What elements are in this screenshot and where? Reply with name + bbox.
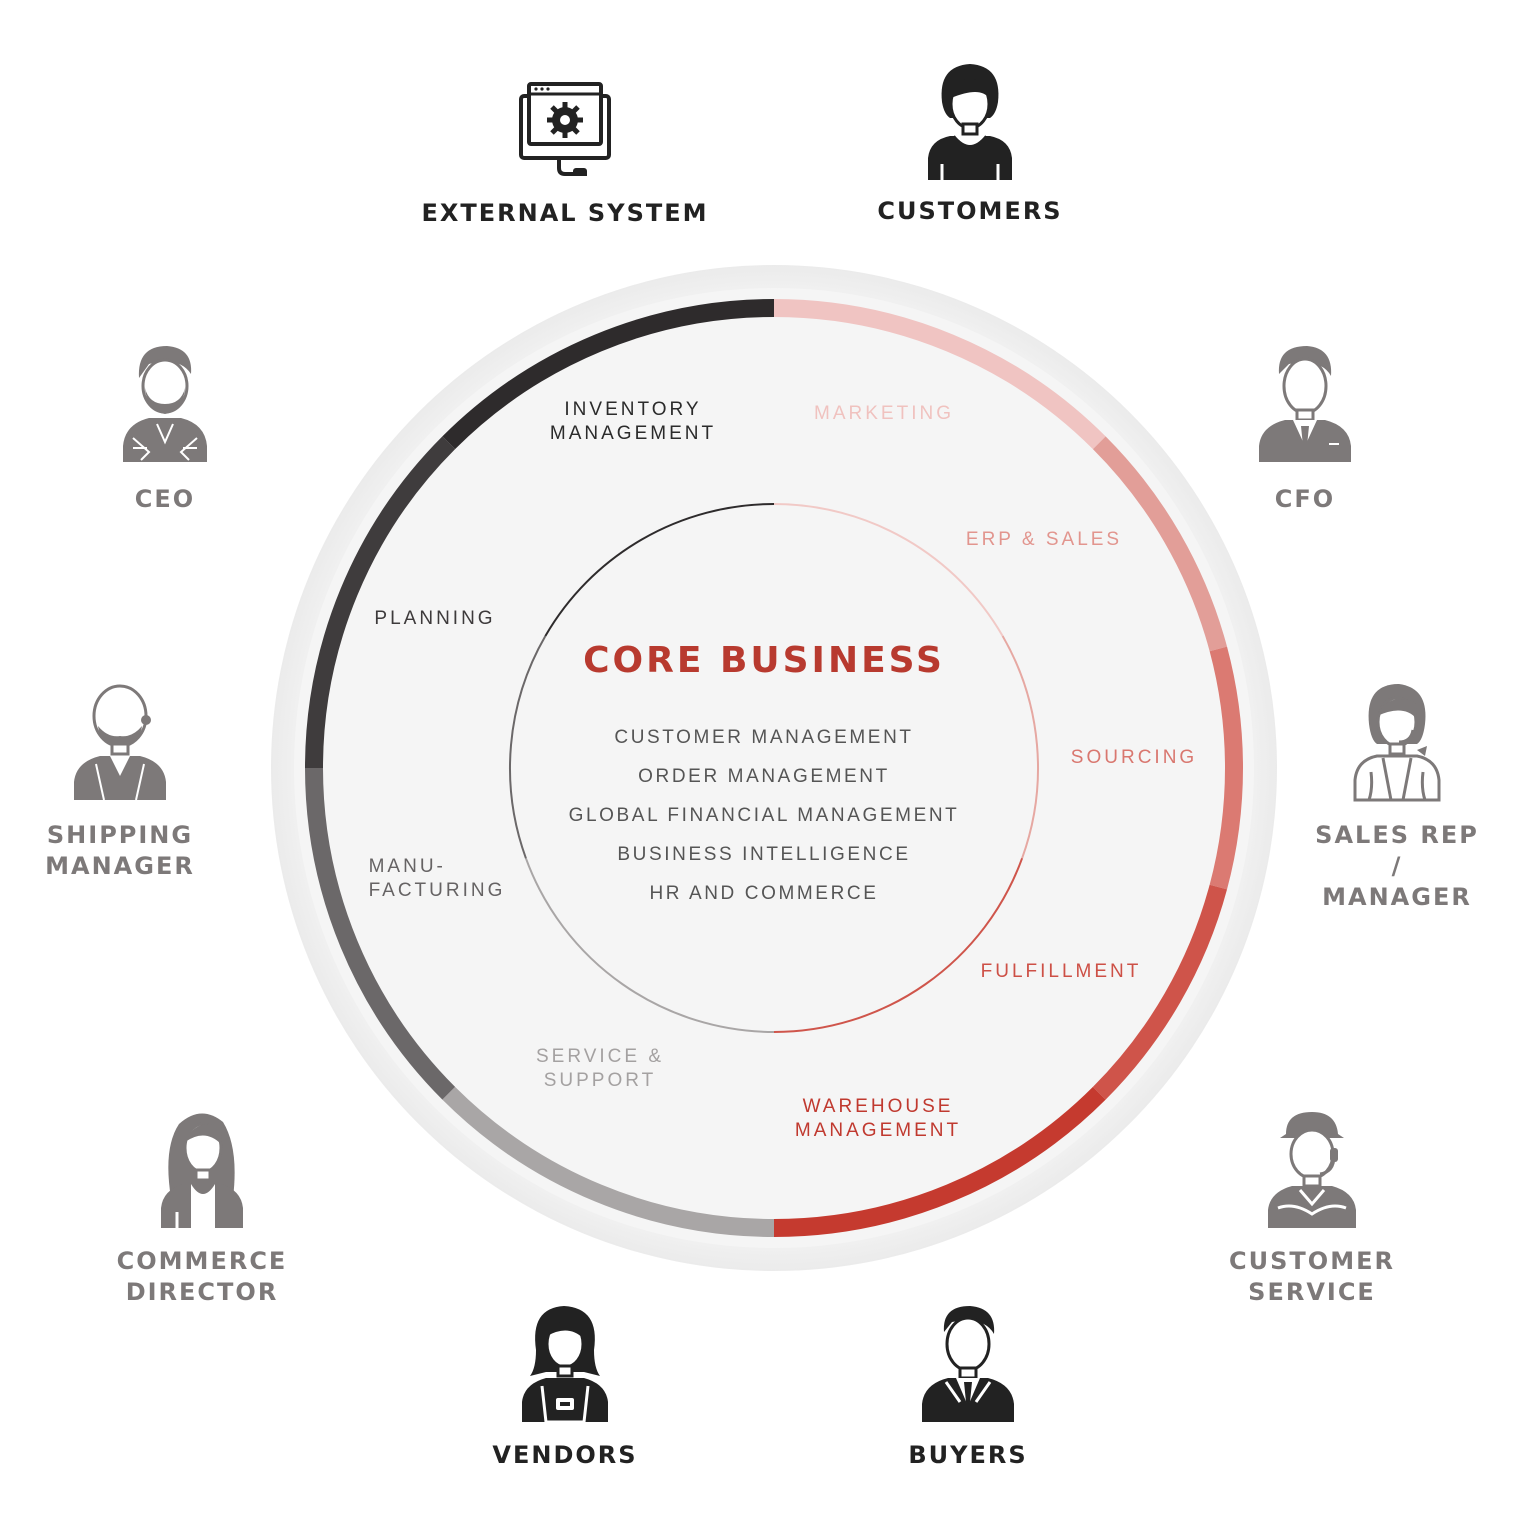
core-item-hr-and-commerce: HR AND COMMERCE [649, 883, 879, 904]
segment-label-planning: PLANNING [374, 608, 496, 629]
persona-shipping-manager: SHIPPING MANAGER [45, 680, 195, 882]
inner-ring [509, 503, 1039, 1033]
persona-label-ceo: CEO [134, 485, 196, 513]
ring-arc-marketing [773, 299, 1106, 450]
core-item-customer-management: CUSTOMER MANAGEMENT [614, 727, 914, 748]
outer-ring [305, 299, 1244, 1237]
inner-ring-arc-3 [524, 857, 775, 1033]
persona-buyers: BUYERS [893, 1302, 1043, 1471]
inner-ring-arc-1 [1001, 635, 1039, 859]
man-cap-headset-icon [1222, 1108, 1402, 1230]
segment-label-sourcing: SOURCING [1070, 747, 1198, 768]
man-suit-icon [1250, 342, 1360, 464]
ring-arc-fulfillment [1092, 884, 1228, 1100]
ring-arc-inventory [442, 299, 775, 450]
core-business-list: CUSTOMER MANAGEMENT ORDER MANAGEMENT GLO… [0, 718, 1528, 913]
bald-man-icon [45, 680, 195, 802]
segment-label-erp-sales: ERP & SALES [965, 529, 1123, 550]
persona-label-shipping-manager: SHIPPING MANAGER [45, 821, 195, 880]
persona-customers: CUSTOMERS [850, 60, 1090, 227]
ring-arc-manufacturing [305, 767, 456, 1100]
persona-commerce-director: COMMERCE DIRECTOR [110, 1108, 294, 1308]
segment-label-warehouse-management: WAREHOUSE MANAGEMENT [794, 1096, 962, 1141]
core-business-title: CORE BUSINESS [583, 640, 945, 681]
persona-label-sales-rep: SALES REP / MANAGER [1315, 821, 1479, 911]
monitor-gear-icon [420, 80, 710, 180]
persona-vendors: VENDORS [470, 1302, 660, 1471]
woman-apron-icon [470, 1302, 660, 1424]
ring-arc-sourcing [1209, 646, 1244, 890]
core-item-global-financial-management: GLOBAL FINANCIAL MANAGEMENT [568, 805, 960, 826]
persona-label-vendors: VENDORS [492, 1441, 638, 1469]
woman-headset-icon [1312, 680, 1482, 802]
inner-ring-arc-4 [509, 635, 547, 859]
background-disc-inner [294, 288, 1254, 1248]
persona-label-customers: CUSTOMERS [877, 197, 1063, 225]
inner-ring-arc-5 [544, 503, 775, 637]
inner-ring-arc-0 [773, 503, 1004, 637]
core-item-order-management: ORDER MANAGEMENT [638, 766, 890, 787]
persona-external-system: EXTERNAL SYSTEM [420, 80, 710, 229]
persona-sales-rep: SALES REP / MANAGER [1312, 680, 1482, 913]
woman-long-hair-icon [110, 1108, 294, 1230]
persona-label-buyers: BUYERS [908, 1441, 1028, 1469]
persona-label-external-system: EXTERNAL SYSTEM [421, 199, 709, 227]
segment-label-marketing: MARKETING [814, 403, 954, 424]
persona-cfo: CFO [1250, 342, 1360, 515]
ring-arc-service [442, 1086, 775, 1237]
ring-arc-erp [1092, 436, 1228, 652]
persona-label-customer-service: CUSTOMER SERVICE [1229, 1247, 1395, 1306]
bearded-man-icon [100, 342, 230, 464]
segment-label-fulfillment: FULFILLMENT [980, 961, 1142, 982]
ring-arc-planning [305, 436, 456, 769]
persona-label-commerce-director: COMMERCE DIRECTOR [116, 1247, 288, 1306]
segment-label-service-support: SERVICE & SUPPORT [535, 1046, 665, 1091]
inner-ring-arc-2 [773, 857, 1024, 1033]
persona-customer-service: CUSTOMER SERVICE [1222, 1108, 1402, 1308]
persona-ceo: CEO [100, 342, 230, 515]
segment-label-inventory-management: INVENTORY MANAGEMENT [549, 399, 717, 444]
ring-arc-warehouse [773, 1086, 1106, 1237]
core-item-business-intelligence: BUSINESS INTELLIGENCE [617, 844, 911, 865]
woman-necklace-icon [850, 60, 1090, 182]
man-tie-icon [893, 1302, 1043, 1424]
persona-label-cfo: CFO [1274, 485, 1336, 513]
segment-label-manufacturing: MANU- FACTURING [368, 856, 506, 901]
